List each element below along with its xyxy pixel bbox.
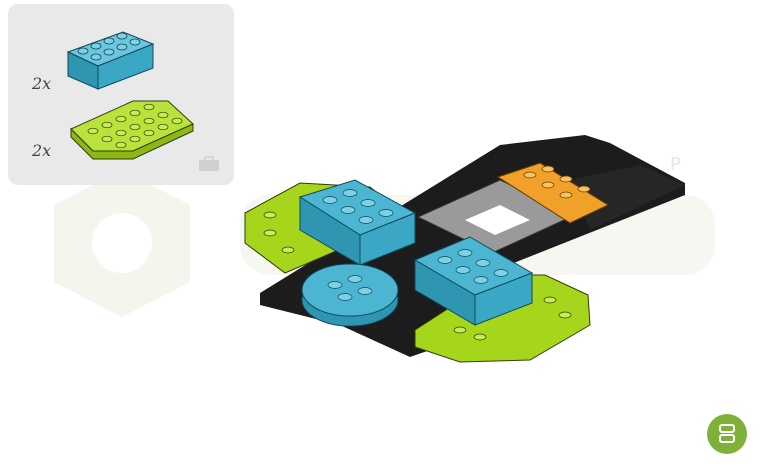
part-quantity: 2x — [32, 74, 52, 93]
suitcase-icon — [199, 156, 219, 171]
pieces-list-button[interactable] — [707, 414, 747, 454]
pieces-list-icon — [719, 424, 735, 443]
parts-list-panel: 2x 2x — [8, 4, 234, 185]
svg-text:P: P — [670, 154, 681, 175]
lego-assembly-step-render — [244, 135, 685, 363]
part-quantity: 2x — [32, 141, 52, 160]
blue-2x4-brick-icon — [66, 31, 155, 90]
lime-wedge-plate-icon — [70, 100, 194, 160]
